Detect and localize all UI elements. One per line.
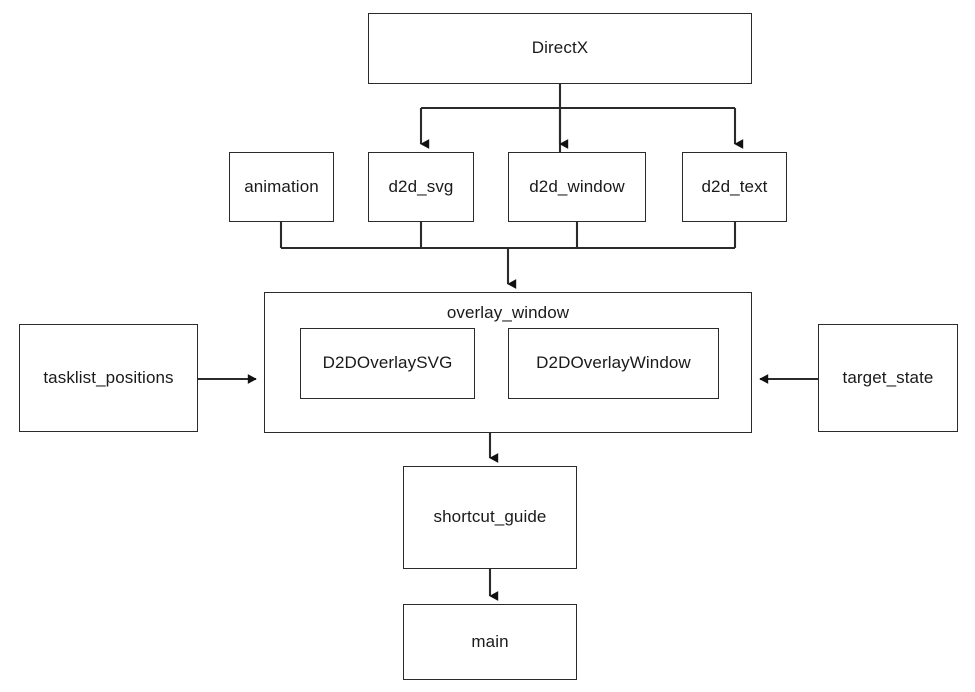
node-d2d-overlay-svg-label: D2DOverlaySVG [322, 353, 453, 373]
node-directx-label: DirectX [531, 38, 589, 58]
node-shortcut-guide[interactable]: shortcut_guide [403, 466, 577, 569]
node-overlay-window[interactable]: overlay_window D2DOverlaySVG D2DOverlayW… [264, 292, 752, 433]
node-d2d-overlay-svg[interactable]: D2DOverlaySVG [300, 328, 475, 399]
node-shortcut-guide-label: shortcut_guide [433, 507, 547, 527]
node-d2d-text[interactable]: d2d_text [682, 152, 787, 222]
node-d2d-window[interactable]: d2d_window [508, 152, 646, 222]
node-d2d-overlay-window-label: D2DOverlayWindow [536, 353, 691, 373]
node-main[interactable]: main [403, 604, 577, 680]
node-d2d-svg[interactable]: d2d_svg [368, 152, 474, 222]
node-target-state[interactable]: target_state [818, 324, 958, 432]
node-tasklist-positions-label: tasklist_positions [43, 367, 174, 387]
node-d2d-svg-label: d2d_svg [388, 176, 454, 196]
node-d2d-window-label: d2d_window [529, 176, 625, 196]
node-d2d-overlay-window[interactable]: D2DOverlayWindow [508, 328, 719, 399]
node-animation[interactable]: animation [229, 152, 334, 222]
node-overlay-window-label: overlay_window [446, 303, 570, 322]
node-main-label: main [471, 631, 509, 651]
node-tasklist-positions[interactable]: tasklist_positions [19, 324, 198, 432]
node-directx[interactable]: DirectX [368, 13, 752, 84]
node-animation-label: animation [244, 176, 319, 196]
node-d2d-text-label: d2d_text [701, 176, 768, 196]
node-target-state-label: target_state [842, 367, 934, 387]
